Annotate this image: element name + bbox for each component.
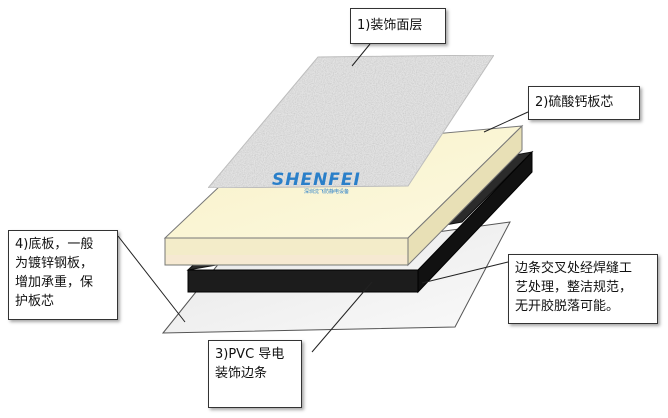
black-layer-side bbox=[417, 150, 533, 294]
shenfei-logo-subtext: 深圳沈飞防静电设备 bbox=[304, 189, 350, 195]
leader-edge bbox=[421, 261, 509, 284]
callout-decor-layer: 1)装饰面层 bbox=[350, 8, 446, 44]
callout-pvc-strip: 3)PVC 导电 装饰边条 bbox=[208, 340, 302, 408]
callout-base-plate: 4)底板，一般 为镀锌钢板， 增加承重，保 护板芯 bbox=[8, 230, 118, 320]
callout-edge-note: 边条交叉处经焊缝工 艺处理，整洁规范， 无开胶脱落可能。 bbox=[508, 254, 658, 324]
callout-core: 2)硫酸钙板芯 bbox=[528, 86, 640, 120]
leader-decor bbox=[351, 43, 371, 67]
decor-surface-layer bbox=[206, 54, 495, 189]
black-layer-front bbox=[187, 269, 419, 293]
core-front-shade bbox=[166, 255, 407, 264]
leader-pvc bbox=[311, 281, 373, 353]
leader-base bbox=[117, 235, 186, 323]
core-side bbox=[407, 124, 523, 267]
leader-core bbox=[483, 111, 529, 133]
shenfei-logo: SHENFEI bbox=[272, 170, 361, 190]
